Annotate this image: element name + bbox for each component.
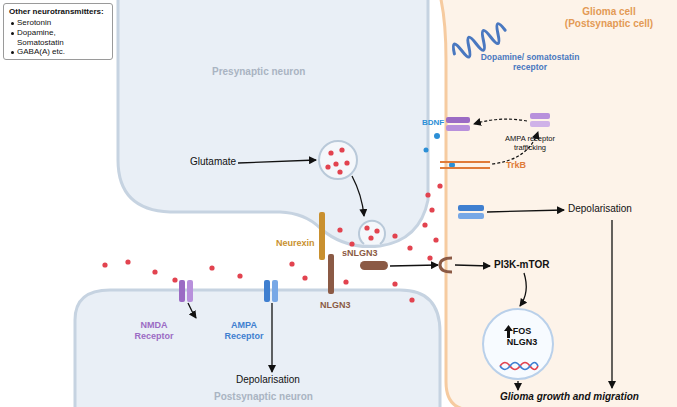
illustration-part [422,222,427,227]
presynaptic-cell: Presynaptic neuron [110,0,435,252]
pathway-label: PI3K-mTOR [494,259,549,271]
protein-label: Neurexin [276,238,315,249]
illustration-part [152,269,157,274]
cell-title: Glioma cell (Postsynaptic cell) [553,6,665,30]
protein-label: NLGN3 [320,300,351,311]
note-box: Other neurotransmitters:SerotoninDopamin… [3,3,113,60]
illustration-part [343,279,348,284]
illustration-part [429,207,434,212]
note-item: Dopamine, Somatostatin [17,28,79,47]
outcome-label: Glioma growth and migration [500,391,676,403]
receptor-label: Dopamine/ somatostatin receptor [478,52,582,72]
receptor-label: NMDA Receptor [128,320,180,342]
cell-title: Postsynaptic neuron [214,391,344,403]
illustration-part [102,262,107,267]
note-item: GABA(A) etc. [17,47,97,57]
illustration-part [125,259,130,264]
illustration-part [118,0,428,247]
effect-label: Depolarisation [236,374,300,386]
illustration-part [392,281,397,286]
illustration-part [328,254,334,294]
chemical-label: Glutamate [190,156,236,168]
cell-outline [70,282,450,407]
postsynaptic-cell: Postsynaptic neuron [70,282,450,407]
cell-title: Presynaptic neuron [212,66,332,78]
receptor-label: TrkB [506,160,526,171]
illustration-part [437,183,442,188]
illustration-part [289,261,294,266]
illustration-part [237,273,242,278]
protein-label: sNLGN3 [342,248,378,259]
illustration-part [407,245,412,250]
illustration-part [302,275,307,280]
illustration-part [172,277,177,282]
snlgn3-capsule [360,261,388,270]
illustration-part [433,237,438,242]
snlgn3-arrow [390,265,438,266]
gene-text: FOS NLGN3 [500,326,544,348]
cell-outline [110,0,435,252]
nlgn3-rod [328,254,334,294]
illustration-part [427,255,432,260]
factor-label: BDNF [422,118,444,128]
process-label: AMPA receptor trafficking [497,134,563,152]
receptor-label: AMPA Receptor [220,320,268,342]
illustration-part [440,0,677,407]
effect-label: Depolarisation [568,203,632,215]
nucleus: FOS NLGN3 [482,308,554,380]
illustration-part [75,290,440,407]
illustration-part [434,133,440,139]
illustration-part [209,265,214,270]
note-heading: Other neurotransmitters: [9,7,109,17]
note-item: Serotonin [17,18,97,28]
